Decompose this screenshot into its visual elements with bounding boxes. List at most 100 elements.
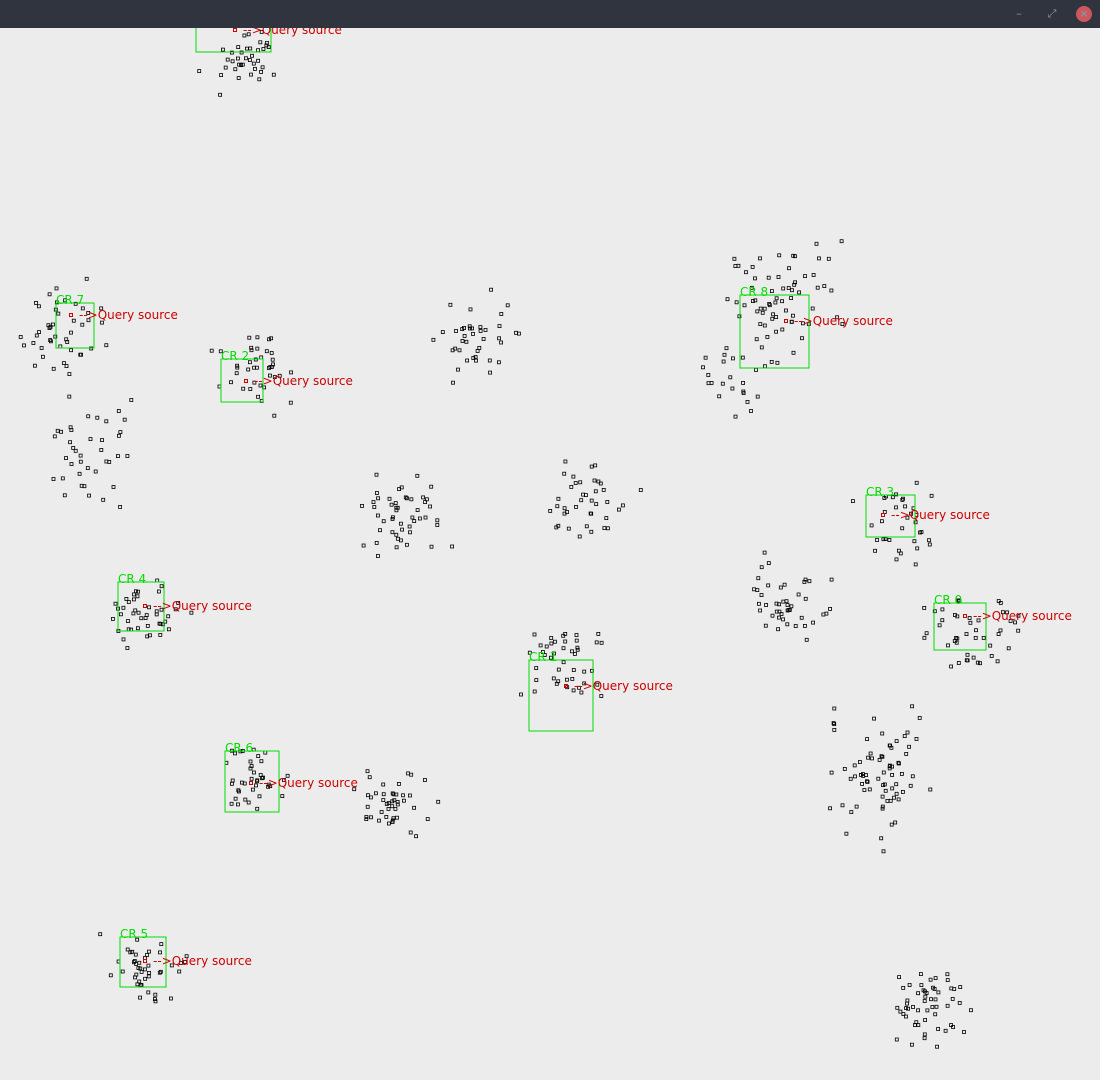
data-point	[451, 380, 455, 385]
data-point	[454, 329, 458, 333]
data-point	[865, 737, 869, 741]
window-titlebar[interactable]: – ⤢ ×	[0, 0, 1100, 28]
data-point	[387, 496, 392, 501]
data-point	[869, 523, 874, 528]
data-point	[601, 487, 606, 492]
data-point	[879, 836, 884, 841]
data-point	[759, 593, 764, 597]
data-point	[69, 330, 73, 335]
data-point	[377, 818, 381, 823]
data-point	[183, 960, 188, 964]
region-group: CR 8-->Query source	[739, 285, 893, 369]
data-point	[384, 815, 389, 819]
data-point	[867, 787, 872, 792]
data-point	[88, 437, 93, 442]
data-point	[732, 256, 737, 261]
data-point	[422, 778, 427, 782]
region-label: CR 7	[56, 293, 84, 307]
data-point	[599, 694, 604, 698]
data-point	[104, 419, 109, 424]
data-point	[574, 504, 578, 509]
data-point	[142, 967, 147, 972]
data-point	[561, 646, 566, 651]
data-point	[922, 606, 927, 610]
data-point	[236, 76, 241, 80]
data-point	[230, 59, 235, 64]
data-point	[881, 770, 886, 775]
data-point	[894, 492, 898, 497]
data-point	[709, 380, 714, 385]
query-source-label: -->Query source	[259, 776, 358, 790]
minimize-button[interactable]: –	[1011, 6, 1027, 22]
data-point	[55, 300, 59, 305]
data-point	[852, 763, 857, 768]
data-point	[233, 751, 237, 756]
data-point	[51, 366, 56, 371]
data-point	[395, 815, 399, 820]
data-point	[956, 598, 961, 603]
data-point	[913, 562, 918, 567]
data-point	[763, 623, 768, 628]
data-point	[364, 815, 369, 819]
data-point	[78, 459, 83, 464]
data-point	[549, 655, 553, 660]
data-point	[792, 282, 797, 287]
data-point	[877, 758, 882, 762]
data-point	[577, 685, 581, 690]
data-point	[604, 516, 609, 521]
data-point	[763, 364, 767, 369]
data-point	[621, 503, 625, 508]
data-point	[892, 795, 896, 800]
data-point	[517, 331, 521, 336]
data-point	[753, 276, 757, 281]
data-point	[256, 394, 261, 399]
data-point	[146, 974, 151, 979]
data-point	[31, 341, 36, 345]
data-point	[949, 986, 954, 991]
data-point	[153, 992, 158, 997]
data-point	[249, 345, 254, 350]
data-point	[269, 336, 274, 341]
data-point	[381, 798, 386, 802]
data-point	[908, 783, 913, 788]
data-point	[575, 647, 580, 652]
data-point	[423, 515, 428, 520]
close-button[interactable]: ×	[1076, 6, 1092, 22]
data-point	[111, 485, 116, 489]
data-point	[233, 67, 238, 72]
data-point	[137, 960, 142, 965]
data-point	[243, 797, 248, 802]
data-point	[921, 988, 926, 993]
data-point	[904, 1006, 908, 1010]
data-point	[929, 997, 933, 1002]
data-point	[538, 643, 543, 648]
data-point	[901, 1012, 906, 1016]
data-point	[95, 415, 100, 420]
maximize-button[interactable]: ⤢	[1044, 6, 1060, 22]
data-point	[929, 493, 934, 498]
region-group: CR 4-->Query source	[117, 572, 252, 632]
data-point	[770, 289, 774, 294]
data-point	[478, 328, 483, 333]
data-point	[758, 256, 762, 261]
data-point	[933, 997, 938, 1002]
data-point	[571, 688, 576, 693]
data-point	[898, 551, 903, 556]
data-point	[749, 409, 753, 413]
data-point	[266, 45, 271, 50]
data-point	[121, 637, 126, 642]
data-point	[487, 358, 492, 363]
region-label: CR 5	[120, 927, 148, 941]
data-point	[914, 737, 919, 741]
minimize-icon: –	[1016, 7, 1022, 20]
data-point	[781, 617, 785, 622]
data-point	[429, 484, 434, 489]
data-point	[924, 631, 929, 636]
query-point	[143, 604, 147, 608]
data-point	[1005, 610, 1009, 615]
data-point	[136, 966, 141, 970]
data-point	[464, 339, 469, 344]
data-point	[807, 579, 812, 584]
data-point	[376, 496, 381, 501]
data-point	[499, 312, 504, 316]
